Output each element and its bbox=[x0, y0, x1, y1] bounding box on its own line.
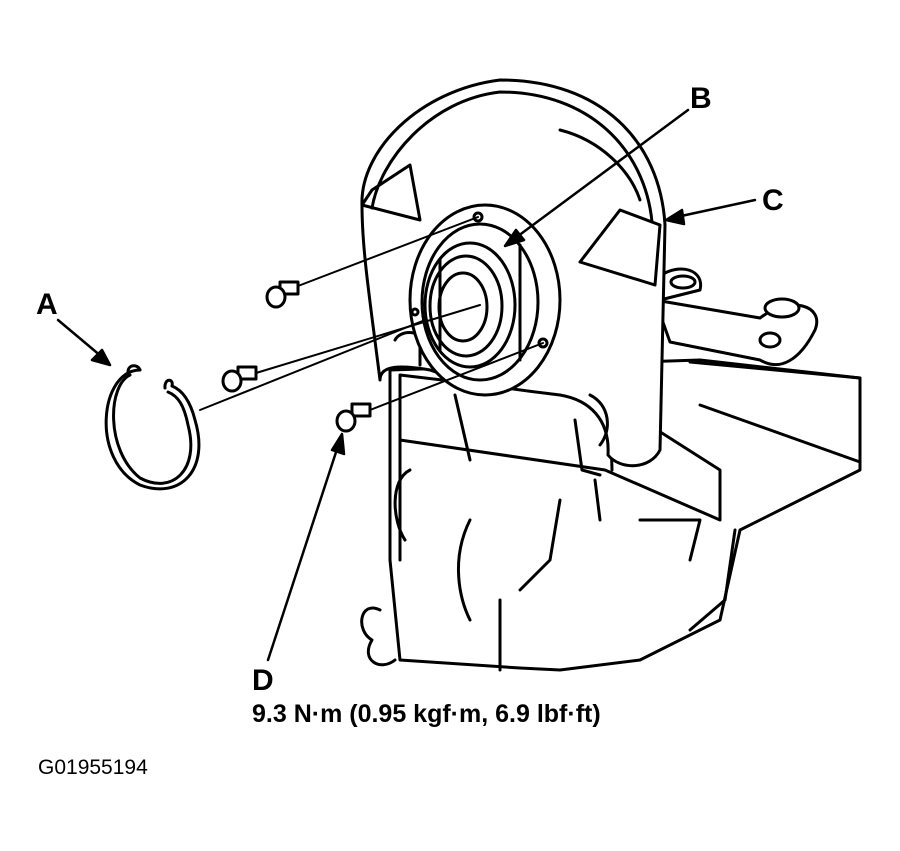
arrow-a bbox=[90, 348, 112, 367]
callout-c: C bbox=[762, 184, 784, 217]
callout-b: B bbox=[690, 82, 712, 115]
bolt-middle bbox=[221, 365, 258, 393]
leader-b bbox=[508, 108, 690, 244]
arrow-b bbox=[503, 228, 526, 248]
leader-d bbox=[266, 438, 342, 662]
callout-a: A bbox=[36, 288, 58, 321]
figure-id: G01955194 bbox=[38, 756, 148, 779]
flange-bolts bbox=[221, 280, 372, 433]
knuckle-arm bbox=[653, 267, 819, 367]
arrow-c bbox=[664, 208, 686, 226]
snap-ring bbox=[104, 364, 201, 491]
torque-spec: 9.3 N·m (0.95 kgf·m, 6.9 lbf·ft) bbox=[252, 700, 601, 728]
arrow-d bbox=[330, 432, 346, 456]
assembly-lines bbox=[199, 216, 544, 411]
callout-d: D bbox=[252, 664, 274, 697]
hub-bearing bbox=[408, 203, 562, 397]
leader-c bbox=[670, 198, 757, 220]
leader-lines bbox=[56, 108, 757, 662]
bolt-lower bbox=[335, 402, 372, 433]
bolt-upper bbox=[265, 280, 300, 309]
